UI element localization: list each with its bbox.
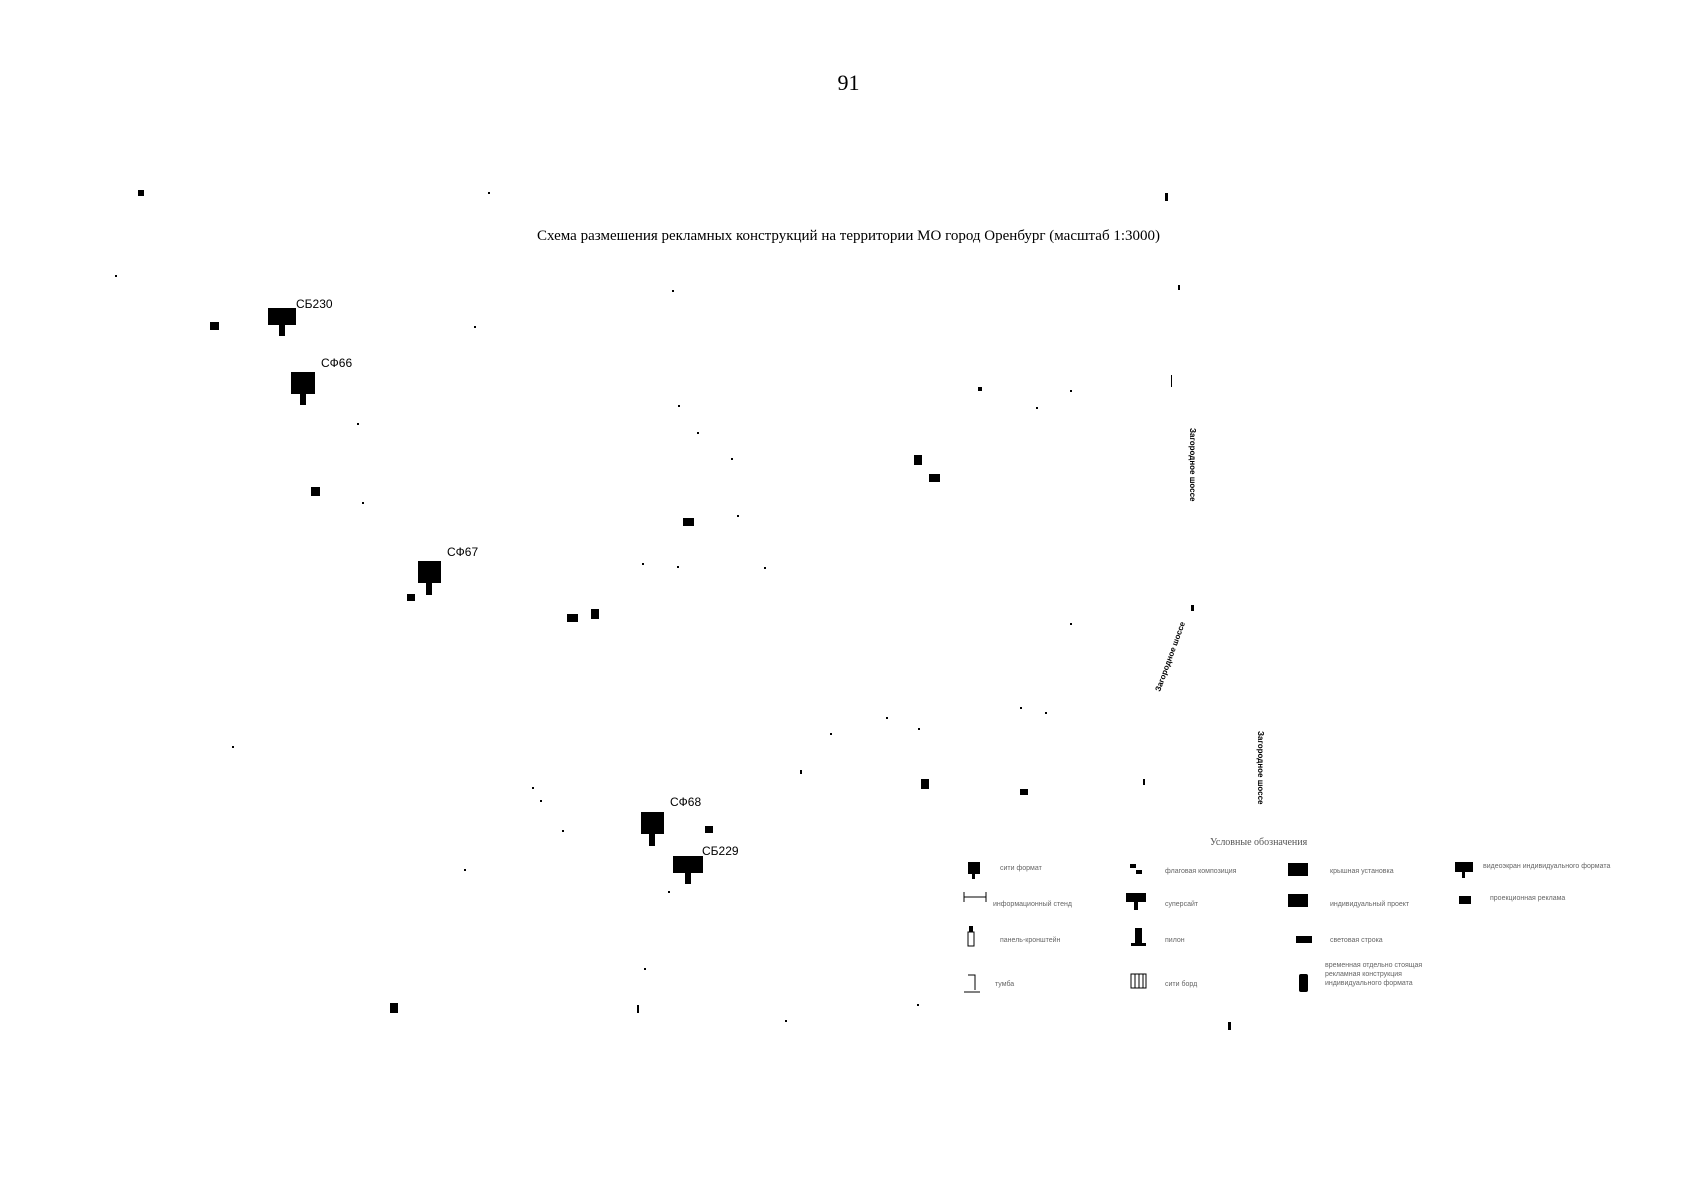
legend-item: световая строка — [1296, 936, 1383, 944]
svg-text:сити борд: сити борд — [1165, 980, 1197, 988]
legend-item: временная отдельно стоящая рекламная кон… — [1299, 962, 1422, 992]
street-label: Загородное шоссе — [1153, 620, 1187, 693]
pedestal-icon — [964, 974, 980, 993]
small-structure-icon — [210, 322, 219, 330]
roof-installation-icon — [1288, 863, 1308, 876]
legend-item: индивидуальный проект — [1288, 894, 1410, 908]
structure-sf68: СФ68 — [641, 795, 701, 846]
small-structure-icon — [407, 594, 415, 601]
svg-text:суперсайт: суперсайт — [1165, 900, 1199, 908]
small-ad-symbols — [210, 322, 1028, 1013]
legend-item: крышная установка — [1288, 863, 1394, 876]
video-screen-icon — [1455, 862, 1473, 872]
legend-item: сити формат — [968, 862, 1043, 879]
street-label: Загородное шоссе — [1188, 428, 1197, 502]
legend-item: панель-кронштейн — [967, 926, 1061, 947]
city-format-icon — [968, 862, 980, 874]
svg-text:информационный стенд: информационный стенд — [993, 900, 1072, 908]
legend: Условные обозначения сити формат флагова… — [963, 837, 1610, 993]
small-structure-icon — [921, 779, 929, 789]
map-title: Схема размешения рекламных конструкций н… — [537, 228, 1160, 244]
projection-ad-icon — [1459, 896, 1471, 904]
structure-label: СФ66 — [321, 356, 352, 370]
small-structure-icon — [591, 609, 599, 619]
legend-item: флаговая композиция — [1130, 864, 1237, 875]
legend-item: видеоэкран индивидуального формата — [1455, 862, 1610, 878]
legend-item: тумба — [964, 974, 1014, 993]
legend-item: пилон — [1131, 928, 1185, 946]
small-structure-icon — [683, 518, 694, 526]
legend-item: суперсайт — [1126, 893, 1199, 910]
structure-sf67: СФ67 — [418, 545, 478, 595]
map-background-marks — [115, 190, 1231, 1030]
svg-text:проекционная реклама: проекционная реклама — [1490, 895, 1565, 902]
light-line-icon — [1296, 936, 1312, 943]
supersite-icon — [1126, 893, 1146, 902]
structure-sf66: СФ66 — [291, 356, 352, 405]
small-structure-icon — [311, 487, 320, 496]
svg-text:флаговая композиция: флаговая композиция — [1165, 868, 1237, 875]
page-number: 91 — [837, 70, 860, 95]
svg-text:пилон: пилон — [1165, 937, 1185, 944]
small-structure-icon — [567, 614, 578, 622]
small-structure-icon — [1020, 789, 1028, 795]
info-stand-icon — [963, 892, 987, 902]
individual-project-icon — [1288, 894, 1308, 907]
structure-label: СФ68 — [670, 795, 701, 809]
structure-sb230: СБ230 — [268, 297, 333, 336]
temporary-structure-icon — [1299, 974, 1308, 992]
legend-item: сити борд — [1130, 973, 1197, 989]
svg-text:индивидуальный проект: индивидуальный проект — [1330, 900, 1410, 908]
small-structure-icon — [390, 1003, 398, 1013]
structure-sb229: СБ229 — [673, 844, 739, 884]
structure-label: СФ67 — [447, 545, 478, 559]
street-labels: Загородное шоссе Загородное шоссе Загоро… — [1153, 428, 1265, 805]
structure-label: СБ230 — [296, 297, 333, 311]
svg-text:панель-кронштейн: панель-кронштейн — [1000, 936, 1061, 944]
svg-text:световая строка: световая строка — [1330, 937, 1383, 944]
bracket-panel-icon — [969, 926, 973, 932]
svg-text:видеоэкран индивидуального фор: видеоэкран индивидуального формата — [1483, 863, 1610, 870]
structure-label: СБ229 — [702, 844, 739, 858]
svg-text:крышная установка: крышная установка — [1330, 868, 1394, 875]
svg-text:тумба: тумба — [995, 980, 1014, 988]
legend-title: Условные обозначения — [1210, 837, 1308, 848]
small-structure-icon — [929, 474, 940, 482]
street-label: Загородное шоссе — [1256, 731, 1265, 805]
svg-text:сити формат: сити формат — [1000, 865, 1043, 872]
pylon-icon — [1135, 928, 1142, 943]
small-structure-icon — [914, 455, 922, 465]
legend-item: проекционная реклама — [1459, 895, 1565, 904]
small-structure-icon — [705, 826, 713, 833]
legend-item: информационный стенд — [963, 892, 1072, 908]
flag-composition-icon — [1130, 864, 1136, 868]
